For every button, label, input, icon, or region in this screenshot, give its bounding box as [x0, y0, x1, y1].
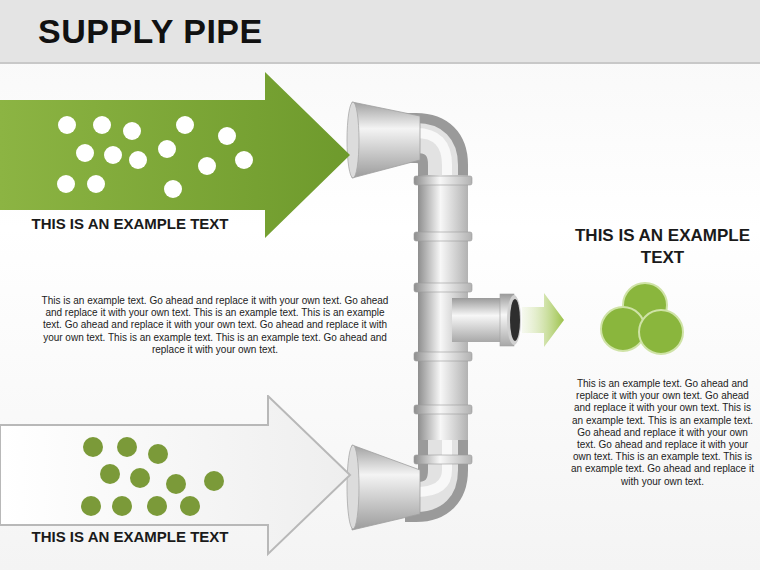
arrow-shape — [0, 72, 350, 238]
output-group: THIS IS AN EXAMPLE TEXT This is an exampl… — [565, 225, 760, 515]
particle-dot — [81, 496, 101, 516]
particle-dot — [235, 151, 253, 169]
particle-dot — [117, 437, 137, 457]
particle-dot — [57, 175, 75, 193]
pipe-outlet-opening — [510, 299, 520, 341]
particle-dot — [198, 157, 216, 175]
pipe-ring — [414, 455, 472, 464]
particle-dot — [147, 496, 167, 516]
pipe-ring — [414, 405, 472, 414]
flow-arrow: THIS IS AN EXAMPLE TEXT — [0, 70, 352, 255]
title-rule — [0, 62, 760, 64]
particle-dot — [93, 116, 111, 134]
pipe-funnel-mouth — [347, 445, 359, 529]
pipe-ring — [414, 176, 472, 185]
title-band — [0, 0, 760, 62]
particle-dot — [76, 144, 94, 162]
particle-dot — [129, 151, 147, 169]
output-heading: THIS IS AN EXAMPLE TEXT — [565, 225, 760, 269]
pipe-ring — [414, 232, 472, 241]
particle-dot — [204, 471, 224, 491]
arrow-shape — [0, 396, 350, 554]
particle-dot — [176, 116, 194, 134]
particle-dot — [164, 180, 182, 198]
particle-dot — [123, 122, 141, 140]
particle-dot — [158, 140, 176, 158]
output-ball — [639, 310, 683, 354]
particle-dot — [112, 496, 132, 516]
outflow-arrow — [522, 293, 564, 347]
pipe-funnel — [352, 102, 420, 178]
particle-dot — [166, 474, 186, 494]
flow-arrow: THIS IS AN EXAMPLE TEXT — [0, 395, 352, 570]
particle-dot — [148, 444, 168, 464]
pipe-outlet-rim — [507, 295, 521, 345]
particle-dot — [180, 496, 200, 516]
pipe-funnel-mouth — [347, 102, 359, 178]
pipe-ring — [414, 283, 472, 292]
body-note: This is an example text. Go ahead and re… — [36, 295, 394, 356]
output-body: This is an example text. Go ahead and re… — [567, 378, 758, 488]
particle-dot — [218, 127, 236, 145]
particle-dot — [130, 468, 150, 488]
particle-dot — [87, 175, 105, 193]
pipe-ring — [414, 352, 472, 361]
particle-dot — [100, 464, 120, 484]
particle-dot — [104, 146, 122, 164]
particle-dot — [83, 437, 103, 457]
arrow-caption: THIS IS AN EXAMPLE TEXT — [20, 215, 240, 233]
pipe-funnel — [352, 445, 420, 530]
particle-dot — [58, 116, 76, 134]
page-title: SUPPLY PIPE — [38, 12, 263, 51]
arrow-caption: THIS IS AN EXAMPLE TEXT — [20, 528, 240, 546]
